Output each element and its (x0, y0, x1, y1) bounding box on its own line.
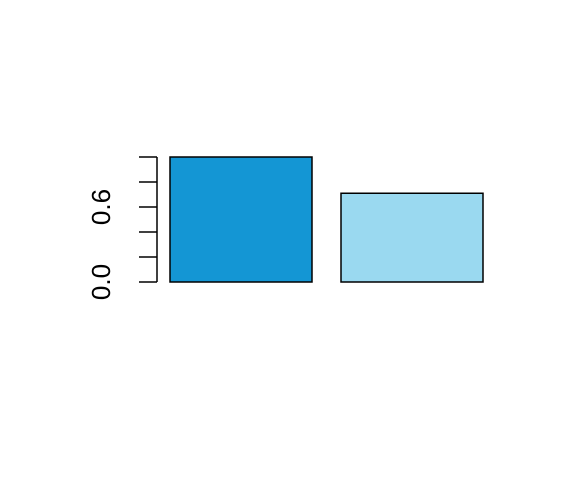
y-axis: 0.0 0.6 (86, 156, 158, 300)
bar-1 (169, 156, 313, 283)
bar-2 (340, 192, 484, 283)
y-tick-label: 0.6 (86, 189, 116, 225)
y-tick-label: 0.0 (86, 264, 116, 300)
bars (169, 156, 484, 283)
